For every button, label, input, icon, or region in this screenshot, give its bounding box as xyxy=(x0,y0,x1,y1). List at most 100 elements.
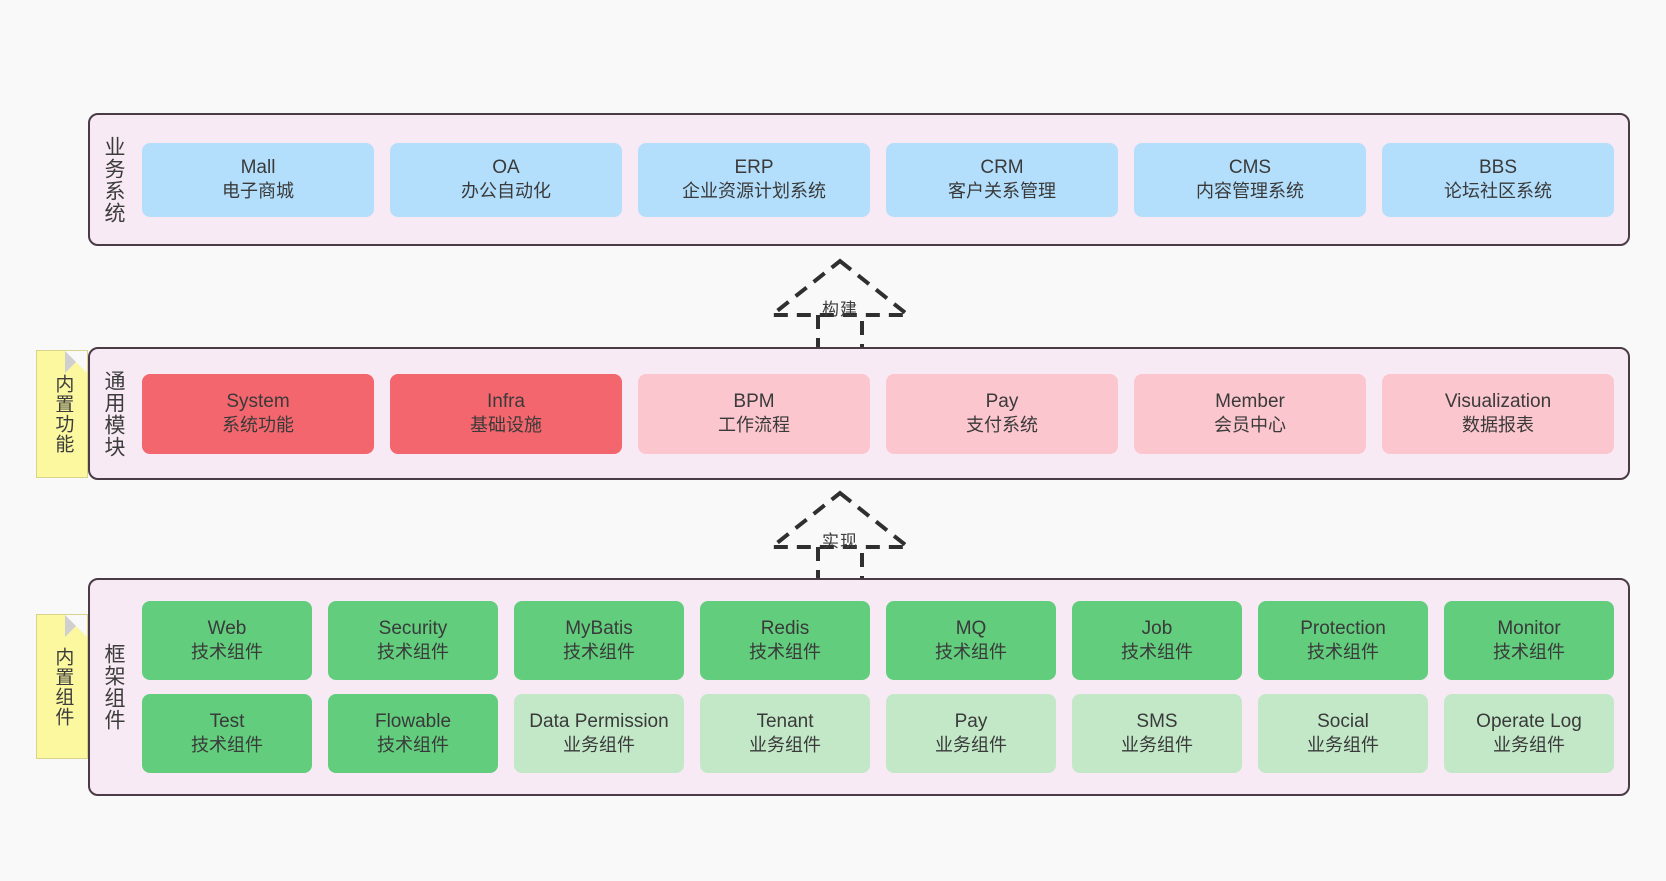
component-name: SMS xyxy=(1136,711,1178,733)
component-subtitle: 技术组件 xyxy=(1307,642,1379,663)
component-subtitle: 业务组件 xyxy=(1121,735,1193,756)
module-card-system[interactable]: System 系统功能 xyxy=(142,373,374,454)
component-card-operate-log[interactable]: Operate Log 业务组件 xyxy=(1444,694,1614,773)
connector-implement: 实现 xyxy=(740,485,940,585)
component-subtitle: 技术组件 xyxy=(191,735,263,756)
module-card-mall[interactable]: Mall 电子商城 xyxy=(142,142,374,217)
component-name: Monitor xyxy=(1497,618,1561,640)
layer-title-framework: 框架组件 xyxy=(101,643,125,731)
module-card-bbs[interactable]: BBS 论坛社区系统 xyxy=(1382,142,1614,217)
layer-common-modules[interactable]: 通用模块 System 系统功能 Infra 基础设施 BPM 工作流程 Pay… xyxy=(88,347,1630,480)
layer-body-framework: Web 技术组件 Security 技术组件 MyBatis 技术组件 Redi… xyxy=(136,580,1628,794)
module-card-visualization[interactable]: Visualization 数据报表 xyxy=(1382,373,1614,454)
module-name: CRM xyxy=(980,157,1024,179)
component-card-mq[interactable]: MQ 技术组件 xyxy=(886,601,1056,680)
module-name: BPM xyxy=(733,391,775,413)
layer-title-common: 通用模块 xyxy=(101,369,125,458)
component-name: Tenant xyxy=(756,711,814,733)
component-card-protection[interactable]: Protection 技术组件 xyxy=(1258,601,1428,680)
module-subtitle: 会员中心 xyxy=(1214,415,1286,436)
module-name: ERP xyxy=(734,157,774,179)
module-card-member[interactable]: Member 会员中心 xyxy=(1134,373,1366,454)
component-subtitle: 技术组件 xyxy=(191,642,263,663)
component-subtitle: 业务组件 xyxy=(1307,735,1379,756)
component-name: MyBatis xyxy=(565,618,633,640)
component-card-monitor[interactable]: Monitor 技术组件 xyxy=(1444,601,1614,680)
layer-body-common: System 系统功能 Infra 基础设施 BPM 工作流程 Pay 支付系统… xyxy=(136,349,1628,478)
module-name: OA xyxy=(492,157,520,179)
connector-build: 构建 xyxy=(740,253,940,353)
component-subtitle: 业务组件 xyxy=(935,735,1007,756)
component-subtitle: 业务组件 xyxy=(563,735,635,756)
module-subtitle: 论坛社区系统 xyxy=(1444,181,1552,202)
module-name: Pay xyxy=(985,391,1019,413)
module-name: CMS xyxy=(1228,157,1272,179)
card-row: System 系统功能 Infra 基础设施 BPM 工作流程 Pay 支付系统… xyxy=(142,373,1614,454)
component-name: Data Permission xyxy=(529,711,669,733)
dashed-hollow-arrow-icon xyxy=(766,258,914,351)
layer-title-business: 业务系统 xyxy=(101,135,125,224)
component-card-job[interactable]: Job 技术组件 xyxy=(1072,601,1242,680)
component-card-mybatis[interactable]: MyBatis 技术组件 xyxy=(514,601,684,680)
component-card-tenant[interactable]: Tenant 业务组件 xyxy=(700,694,870,773)
component-card-test[interactable]: Test 技术组件 xyxy=(142,694,312,773)
component-card-flowable[interactable]: Flowable 技术组件 xyxy=(328,694,498,773)
component-card-security[interactable]: Security 技术组件 xyxy=(328,601,498,680)
module-subtitle: 支付系统 xyxy=(966,415,1038,436)
module-card-infra[interactable]: Infra 基础设施 xyxy=(390,373,622,454)
component-card-web[interactable]: Web 技术组件 xyxy=(142,601,312,680)
dashed-hollow-arrow-icon xyxy=(766,490,914,583)
module-card-erp[interactable]: ERP 企业资源计划系统 xyxy=(638,142,870,217)
module-card-pay[interactable]: Pay 支付系统 xyxy=(886,373,1118,454)
module-card-cms[interactable]: CMS 内容管理系统 xyxy=(1134,142,1366,217)
component-subtitle: 技术组件 xyxy=(377,642,449,663)
component-subtitle: 技术组件 xyxy=(1493,642,1565,663)
component-name: MQ xyxy=(955,618,987,640)
module-name: Mall xyxy=(240,157,276,179)
module-card-bpm[interactable]: BPM 工作流程 xyxy=(638,373,870,454)
module-subtitle: 工作流程 xyxy=(718,415,790,436)
component-subtitle: 技术组件 xyxy=(377,735,449,756)
component-name: Protection xyxy=(1300,618,1386,640)
module-card-oa[interactable]: OA 办公自动化 xyxy=(390,142,622,217)
component-card-data-permission[interactable]: Data Permission 业务组件 xyxy=(514,694,684,773)
component-name: Web xyxy=(207,618,247,640)
component-name: Flowable xyxy=(374,711,452,733)
module-name: Visualization xyxy=(1444,391,1552,413)
module-subtitle: 企业资源计划系统 xyxy=(682,181,826,202)
module-subtitle: 基础设施 xyxy=(470,415,542,436)
module-card-crm[interactable]: CRM 客户关系管理 xyxy=(886,142,1118,217)
component-name: Operate Log xyxy=(1476,711,1582,733)
note-built-in-component: 内置组件 xyxy=(36,614,88,759)
module-subtitle: 电子商城 xyxy=(222,181,294,202)
module-name: BBS xyxy=(1478,157,1518,179)
module-name: Member xyxy=(1215,391,1285,413)
component-subtitle: 业务组件 xyxy=(749,735,821,756)
module-subtitle: 内容管理系统 xyxy=(1196,181,1304,202)
card-row: Test 技术组件 Flowable 技术组件 Data Permission … xyxy=(142,694,1614,773)
card-row: Web 技术组件 Security 技术组件 MyBatis 技术组件 Redi… xyxy=(142,601,1614,680)
module-name: Infra xyxy=(486,391,526,413)
layer-body-business: Mall 电子商城 OA 办公自动化 ERP 企业资源计划系统 CRM 客户关系… xyxy=(136,115,1628,244)
component-name: Job xyxy=(1141,618,1173,640)
component-subtitle: 技术组件 xyxy=(935,642,1007,663)
component-name: Social xyxy=(1317,711,1369,733)
module-name: System xyxy=(226,391,290,413)
component-card-social[interactable]: Social 业务组件 xyxy=(1258,694,1428,773)
component-name: Pay xyxy=(954,711,988,733)
component-subtitle: 技术组件 xyxy=(749,642,821,663)
module-subtitle: 客户关系管理 xyxy=(948,181,1056,202)
card-row: Mall 电子商城 OA 办公自动化 ERP 企业资源计划系统 CRM 客户关系… xyxy=(142,142,1614,217)
component-subtitle: 技术组件 xyxy=(1121,642,1193,663)
layer-framework-components[interactable]: 框架组件 Web 技术组件 Security 技术组件 MyBatis 技术组件… xyxy=(88,578,1630,796)
component-name: Redis xyxy=(760,618,810,640)
module-subtitle: 数据报表 xyxy=(1462,415,1534,436)
module-subtitle: 办公自动化 xyxy=(461,181,551,202)
layer-business-systems[interactable]: 业务系统 Mall 电子商城 OA 办公自动化 ERP 企业资源计划系统 CRM… xyxy=(88,113,1630,246)
component-card-redis[interactable]: Redis 技术组件 xyxy=(700,601,870,680)
component-name: Test xyxy=(209,711,245,733)
component-card-sms[interactable]: SMS 业务组件 xyxy=(1072,694,1242,773)
component-card-pay[interactable]: Pay 业务组件 xyxy=(886,694,1056,773)
component-subtitle: 业务组件 xyxy=(1493,735,1565,756)
